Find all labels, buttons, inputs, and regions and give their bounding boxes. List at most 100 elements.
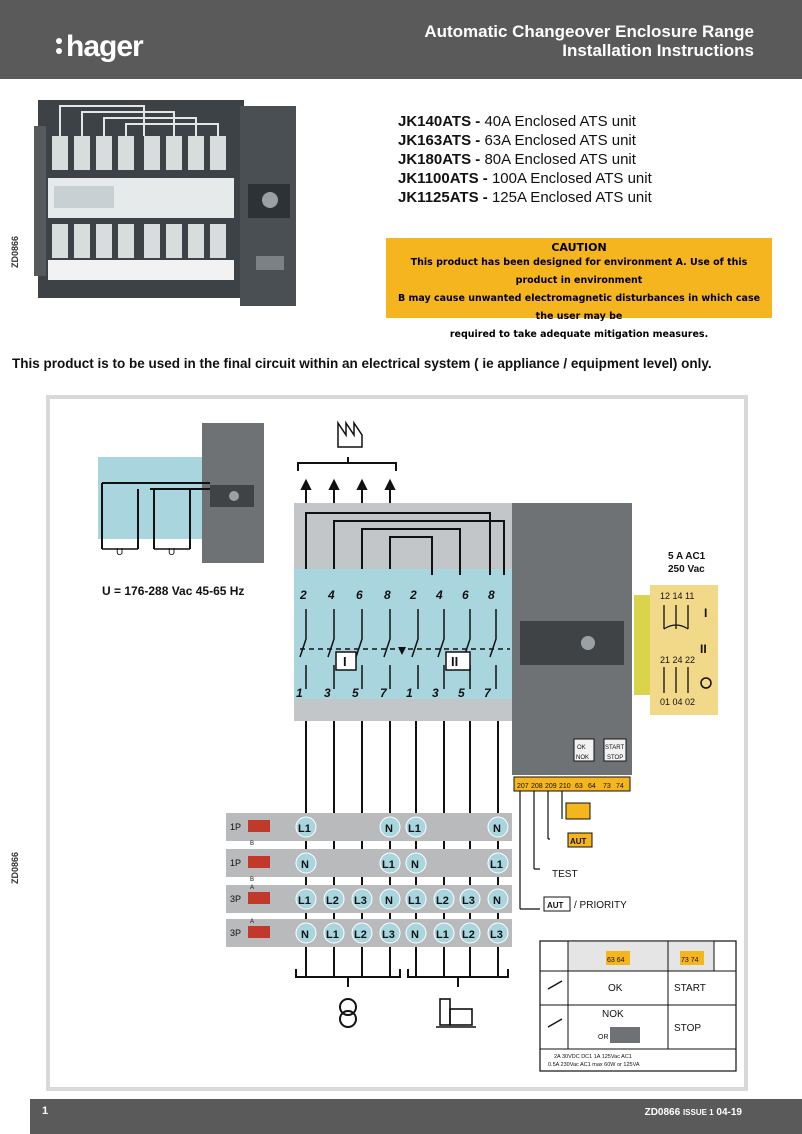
caution-line: B may cause unwanted electromagnetic dis…: [397, 293, 761, 322]
relay-voltage: 250 Vac: [668, 564, 705, 575]
model-item: JK180ATS - 80A Enclosed ATS unit: [398, 151, 636, 168]
hager-logo: hager: [56, 30, 144, 64]
mini-unit-sketch: U U: [98, 423, 264, 563]
test-label: TEST: [552, 869, 578, 880]
switch-block: [294, 569, 512, 699]
svg-text:5: 5: [352, 686, 359, 700]
generator-icon: [436, 998, 476, 1028]
svg-text:B: B: [250, 877, 254, 883]
svg-text:NOK: NOK: [602, 1009, 624, 1020]
svg-text:4: 4: [435, 588, 443, 602]
svg-text:73: 73: [603, 783, 611, 790]
model-list: JK140ATS - 40A Enclosed ATS unit JK163AT…: [398, 112, 652, 207]
svg-text:0.5A 230Vac AC1 max 60W or 125: 0.5A 230Vac AC1 max 60W or 125VA: [548, 1062, 640, 1068]
svg-text:2A 30VDC DC1 1A 125Vac AC1: 2A 30VDC DC1 1A 125Vac AC1: [554, 1054, 632, 1060]
caution-title: CAUTION: [551, 241, 607, 254]
svg-text:73 74: 73 74: [681, 957, 699, 964]
svg-text:L1: L1: [326, 929, 339, 941]
svg-text:L1: L1: [408, 823, 421, 835]
document-title: Automatic Changeover Enclosure Range Ins…: [424, 22, 754, 60]
voltage-range: U = 176-288 Vac 45-65 Hz: [102, 584, 244, 598]
document-reference: ZD0866 ISSUE 1 04-19: [644, 1107, 742, 1118]
svg-text:STOP: STOP: [607, 755, 623, 761]
control-terminals: 207 208 209 210 63 64 73 74: [513, 776, 631, 792]
svg-text:64: 64: [588, 783, 596, 790]
relay-rating: 5 A AC1: [668, 551, 706, 562]
svg-text:OK: OK: [577, 745, 586, 751]
side-code-bottom: ZD0866: [10, 851, 20, 884]
svg-text:7: 7: [380, 686, 388, 700]
svg-text:01 04 02: 01 04 02: [660, 697, 695, 707]
svg-text:3: 3: [324, 686, 331, 700]
svg-text:L2: L2: [462, 929, 475, 941]
svg-text:N: N: [411, 929, 419, 941]
svg-text:1P: 1P: [230, 858, 241, 868]
page-number: 1: [42, 1105, 49, 1117]
svg-text:L1: L1: [298, 895, 311, 907]
svg-text:STOP: STOP: [674, 1023, 701, 1034]
svg-text:AUT: AUT: [547, 901, 564, 910]
svg-text:L2: L2: [354, 929, 367, 941]
svg-text:63 64: 63 64: [607, 957, 625, 964]
factory-icon: [337, 420, 363, 448]
svg-text:2: 2: [409, 588, 417, 602]
svg-text:A: A: [250, 885, 254, 891]
relay-block: [650, 585, 718, 715]
svg-text:N: N: [385, 895, 393, 907]
caution-line: This product has been designed for envir…: [410, 257, 748, 286]
svg-text:2: 2: [299, 588, 307, 602]
transformer-icon: [339, 998, 357, 1028]
svg-text:209: 209: [545, 783, 557, 790]
logo-dots-icon: [56, 38, 62, 58]
svg-text:74: 74: [616, 783, 624, 790]
title-line-2: Installation Instructions: [562, 41, 754, 60]
svg-text:210: 210: [559, 783, 571, 790]
svg-text:L1: L1: [436, 929, 449, 941]
svg-text:3: 3: [432, 686, 439, 700]
svg-text:4: 4: [327, 588, 335, 602]
svg-text:OR: OR: [598, 1034, 609, 1041]
svg-text:START: START: [605, 745, 624, 751]
svg-text:N: N: [493, 823, 501, 835]
svg-text:L2: L2: [326, 895, 339, 907]
svg-text:L3: L3: [462, 895, 475, 907]
priority-label: / PRIORITY: [574, 900, 627, 911]
svg-text:8: 8: [384, 588, 391, 602]
svg-text:NOK: NOK: [576, 755, 589, 761]
svg-text:L3: L3: [354, 895, 367, 907]
title-line-1: Automatic Changeover Enclosure Range: [424, 22, 754, 41]
caution-line: required to take adequate mitigation mea…: [449, 329, 709, 340]
svg-text:L3: L3: [490, 929, 503, 941]
svg-text:U: U: [116, 547, 123, 558]
page-footer: 1 ZD0866 ISSUE 1 04-19: [30, 1099, 802, 1134]
svg-text:N: N: [493, 895, 501, 907]
svg-text:L2: L2: [436, 895, 449, 907]
svg-text:7: 7: [484, 686, 492, 700]
svg-text:3P: 3P: [230, 894, 241, 904]
svg-text:8: 8: [488, 588, 495, 602]
svg-text:1: 1: [406, 686, 413, 700]
page-header: hager Automatic Changeover Enclosure Ran…: [0, 0, 802, 79]
model-item: JK163ATS - 63A Enclosed ATS unit: [398, 132, 636, 149]
config-rows: 1P B 1P B 3P A 3P A L1 N L1 N N L1 N L1 …: [226, 813, 512, 947]
svg-text:L1: L1: [408, 895, 421, 907]
wiring-diagram: U U U = 176-288 Vac 45-65 Hz 2 4 6 8 2 4…: [98, 420, 737, 1072]
top-terminals: 2 4 6 8 2 4 6 8: [299, 588, 495, 602]
side-code-top: ZD0866: [10, 235, 20, 268]
svg-text:B: B: [250, 841, 254, 847]
svg-text:208: 208: [531, 783, 543, 790]
svg-text:L1: L1: [382, 859, 395, 871]
svg-text:A: A: [250, 919, 254, 925]
bottom-terminals: 1 3 5 7 1 3 5 7: [296, 686, 492, 700]
svg-text:L1: L1: [490, 859, 503, 871]
svg-text:L1: L1: [298, 823, 311, 835]
svg-text:1: 1: [296, 686, 303, 700]
svg-text:U: U: [168, 547, 175, 558]
svg-text:63: 63: [575, 783, 583, 790]
svg-text:21 24 22: 21 24 22: [660, 655, 695, 665]
product-photo: [34, 96, 302, 308]
svg-text:N: N: [411, 859, 419, 871]
svg-text:207: 207: [517, 783, 529, 790]
svg-text:1P: 1P: [230, 822, 241, 832]
svg-text:N: N: [385, 823, 393, 835]
